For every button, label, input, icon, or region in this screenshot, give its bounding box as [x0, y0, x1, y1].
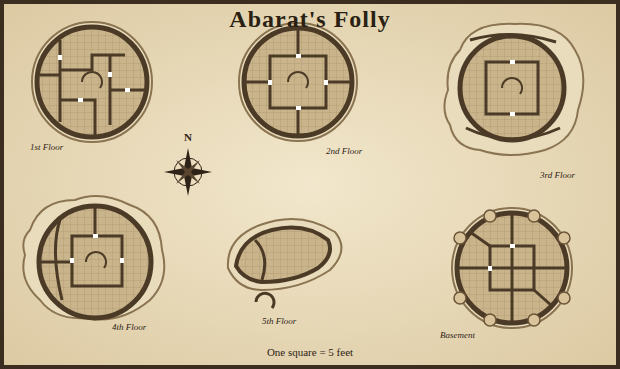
- floor-label: 3rd Floor: [540, 170, 575, 180]
- second-floor-plan: [239, 23, 357, 141]
- compass-rose: [164, 148, 212, 196]
- compass-letter: N: [184, 131, 192, 143]
- first-floor-plan: [32, 22, 152, 142]
- floor-label: Basement: [440, 330, 475, 340]
- basement-plan: [452, 208, 572, 328]
- fourth-floor-plan: [23, 196, 164, 320]
- map-title: Abarat's Folly: [229, 6, 390, 33]
- floor-label: 2nd Floor: [326, 146, 362, 156]
- scale-note: One square = 5 feet: [267, 346, 353, 358]
- floor-label: 5th Floor: [262, 316, 296, 326]
- floor-label: 4th Floor: [112, 322, 146, 332]
- fifth-floor-plan: [228, 219, 342, 308]
- floor-label: 1st Floor: [30, 142, 63, 152]
- third-floor-plan: [444, 24, 583, 155]
